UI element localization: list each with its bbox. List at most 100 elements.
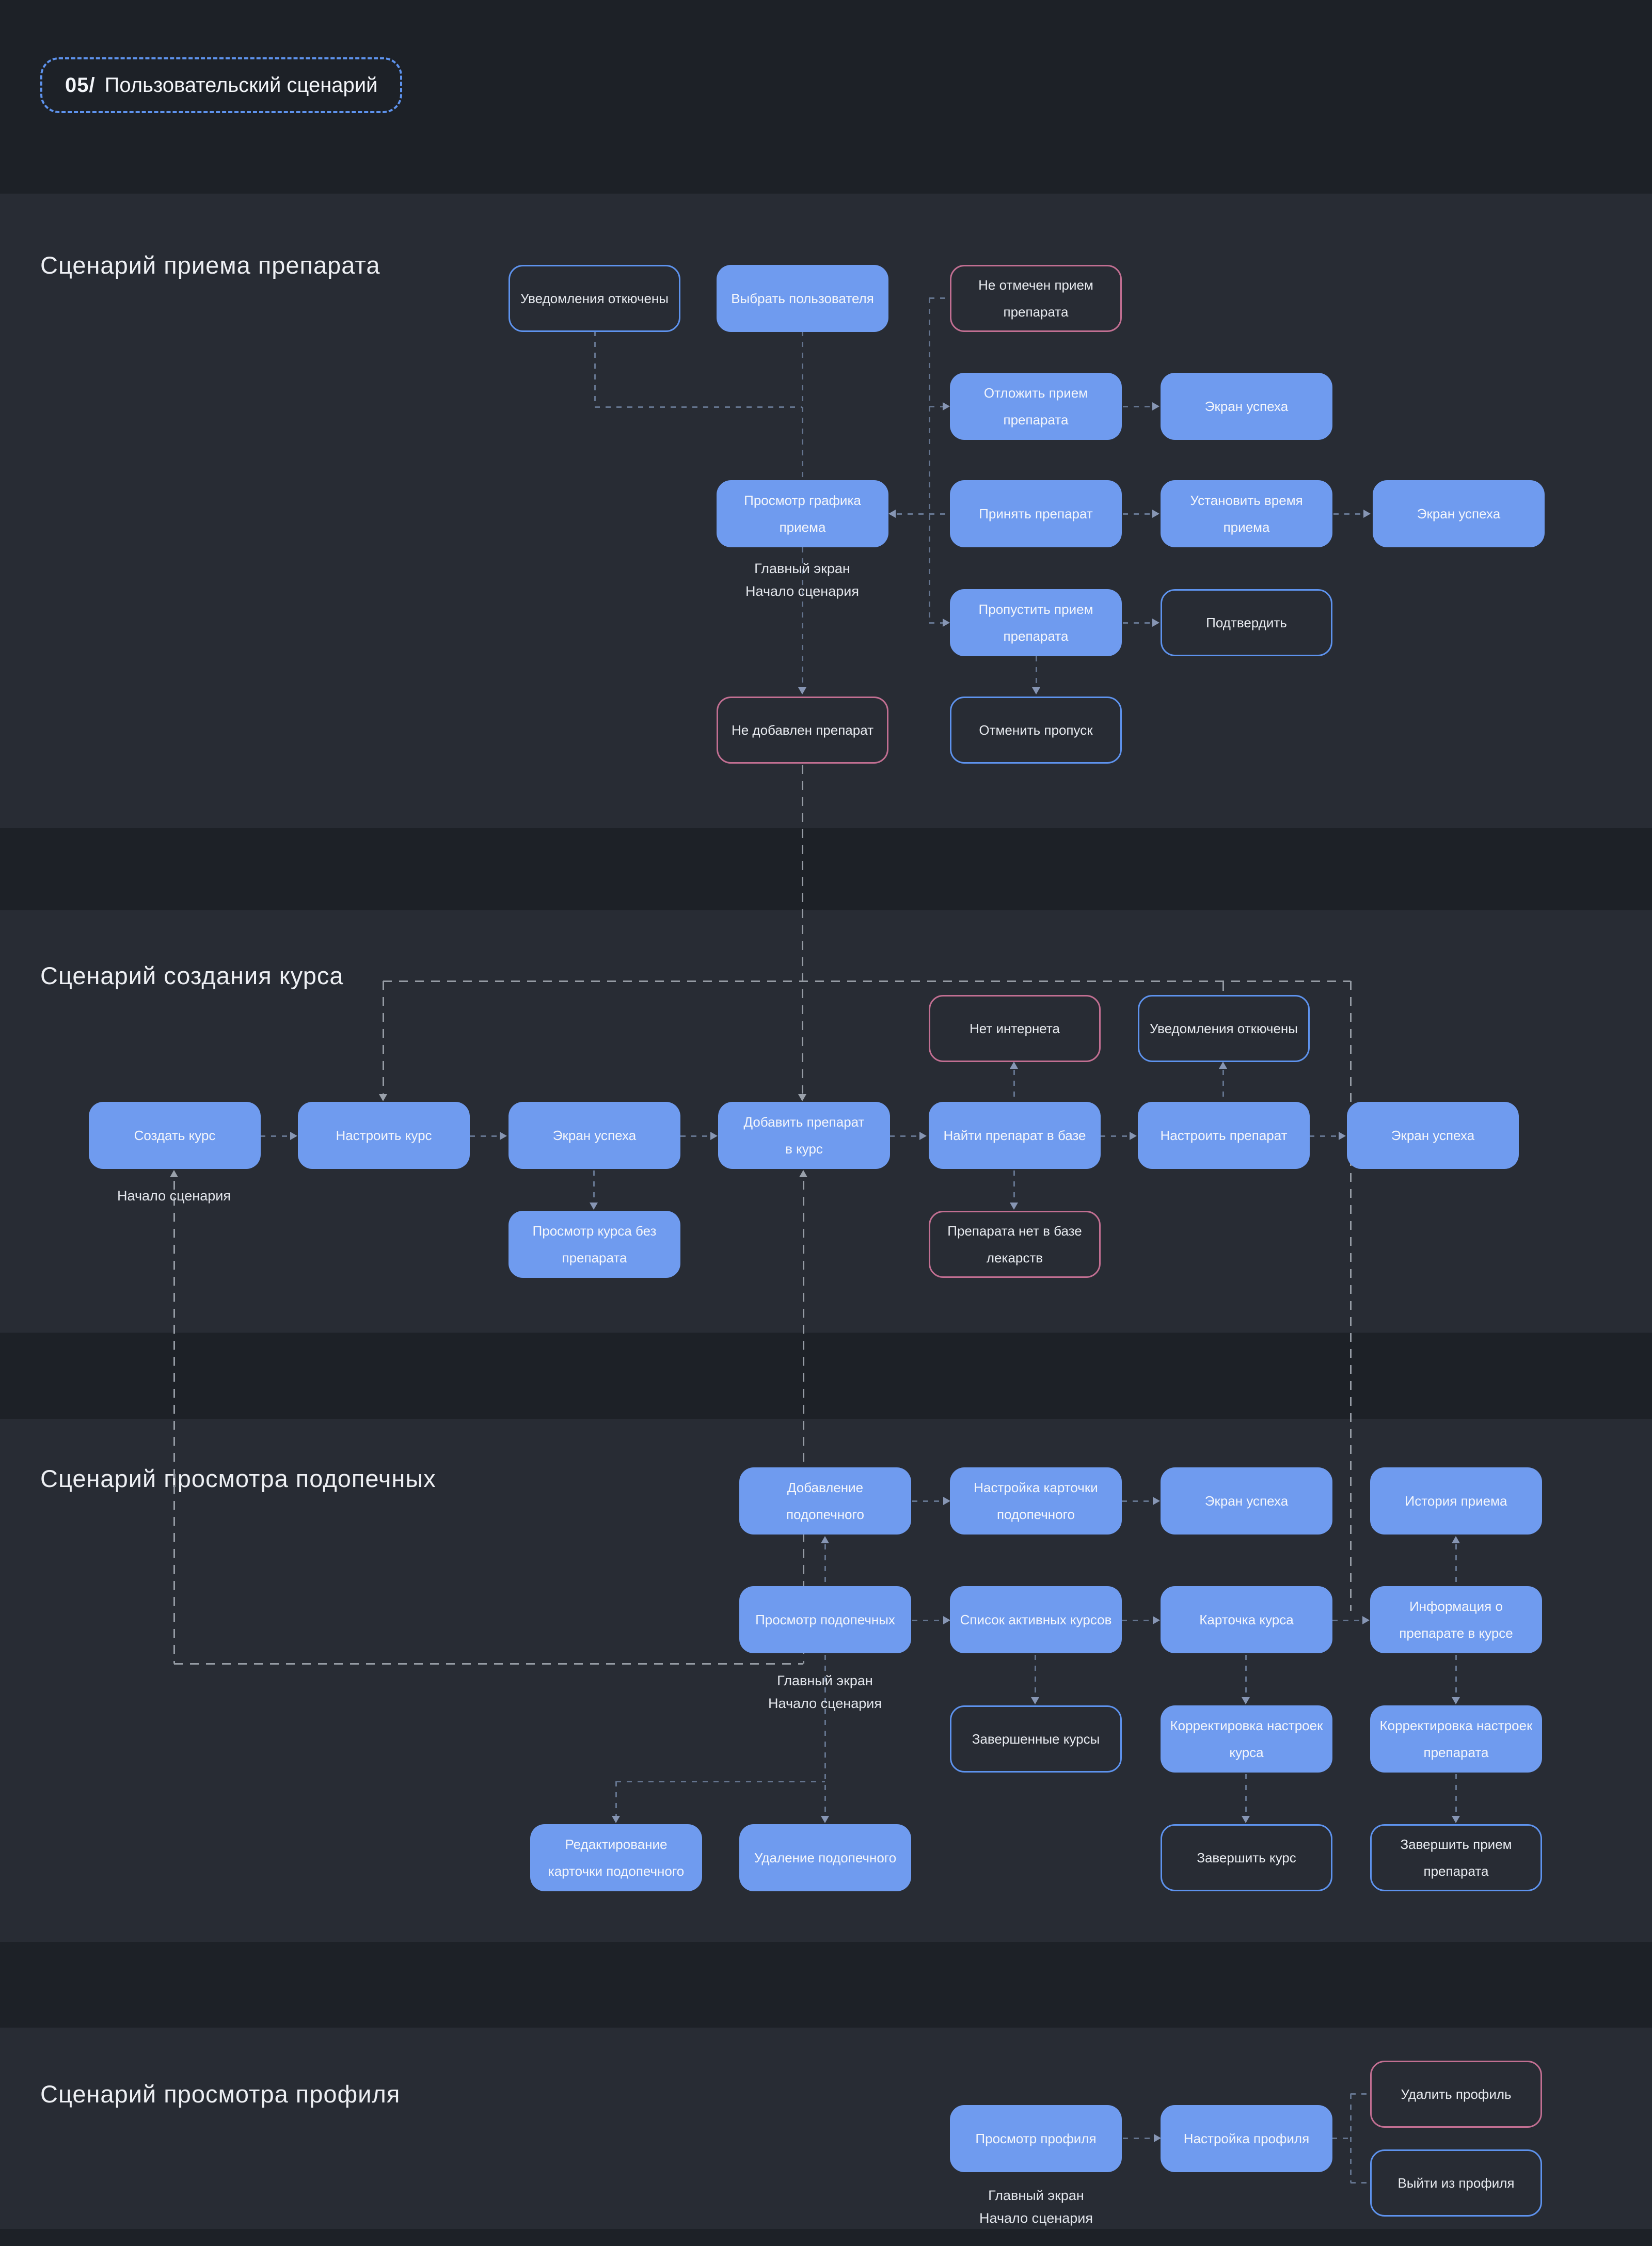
connector-line bbox=[594, 331, 596, 407]
connector-line bbox=[1222, 1070, 1224, 1102]
flow-node-setup-course: Настроить курс bbox=[298, 1102, 470, 1169]
arrowhead-down-icon bbox=[821, 1816, 829, 1823]
connector-line bbox=[1013, 1171, 1015, 1203]
arrowhead-right-icon bbox=[1154, 2134, 1161, 2142]
flow-node-no-internet: Нет интернета bbox=[929, 995, 1101, 1062]
arrowhead-down-icon bbox=[1452, 1816, 1460, 1823]
arrowhead-right-icon bbox=[1153, 1497, 1160, 1505]
connector-line bbox=[1455, 1544, 1457, 1586]
connector-line bbox=[1123, 406, 1152, 407]
flow-node-take-medication: Принять препарат bbox=[950, 480, 1122, 547]
connector-line bbox=[1333, 513, 1363, 515]
connector-line bbox=[1122, 1620, 1152, 1621]
arrowhead-down-icon bbox=[1010, 1203, 1018, 1210]
flow-caption: Главный экран bbox=[777, 1673, 873, 1688]
connector-line bbox=[1245, 1774, 1247, 1816]
connector-line bbox=[802, 765, 803, 1094]
arrowhead-down-icon bbox=[1242, 1816, 1250, 1823]
connector-line bbox=[912, 1500, 942, 1502]
flow-caption: Главный экран bbox=[988, 2188, 1084, 2203]
flow-node-find-medication-in-base: Найти препарат в базе bbox=[929, 1102, 1101, 1169]
connector-line bbox=[383, 980, 1351, 982]
connector-line bbox=[803, 1181, 804, 1664]
connector-line bbox=[1036, 656, 1037, 687]
flow-node-intake-not-marked: Не отмечен прием препарата bbox=[950, 265, 1122, 332]
connector-line bbox=[1455, 1655, 1457, 1697]
page-badge: 05/ Пользовательский сценарий bbox=[40, 57, 403, 113]
connector-line bbox=[1123, 2138, 1153, 2139]
connector-line bbox=[1123, 622, 1152, 624]
flow-node-finish-course: Завершить курс bbox=[1161, 1824, 1332, 1891]
connector-line bbox=[1100, 1135, 1130, 1137]
arrowhead-right-icon bbox=[710, 1132, 718, 1140]
flow-node-setup-medication: Настроить препарат bbox=[1138, 1102, 1310, 1169]
connector-line bbox=[1013, 1070, 1015, 1102]
flow-caption: Начало сценария bbox=[768, 1696, 882, 1711]
flow-node-success-screen-3: Экран успеха bbox=[509, 1102, 680, 1169]
flow-node-view-wards: Просмотр подопечных bbox=[739, 1586, 911, 1653]
flow-node-set-intake-time: Установить время приема bbox=[1161, 480, 1332, 547]
connector-line bbox=[824, 1544, 826, 1586]
arrowhead-right-icon bbox=[919, 1132, 927, 1140]
arrowhead-down-icon bbox=[1242, 1697, 1250, 1704]
flow-node-logout-profile: Выйти из профиля bbox=[1370, 2149, 1542, 2217]
connector-line bbox=[173, 1181, 175, 1664]
flow-node-intake-history: История приема bbox=[1370, 1467, 1542, 1535]
flow-node-success-screen-5: Экран успеха bbox=[1161, 1467, 1332, 1535]
badge-label: Пользовательский сценарий bbox=[104, 73, 378, 97]
flow-node-finished-courses: Завершенные курсы bbox=[950, 1705, 1122, 1773]
badge-number: 05/ bbox=[65, 73, 96, 97]
connector-line bbox=[897, 513, 950, 515]
connector-line bbox=[824, 1655, 826, 1816]
arrowhead-down-icon bbox=[798, 687, 806, 694]
connector-line bbox=[174, 1663, 803, 1665]
flow-node-cancel-skip: Отменить пропуск bbox=[950, 697, 1122, 764]
arrowhead-up-icon bbox=[799, 1170, 807, 1177]
connector-line bbox=[616, 1781, 825, 1782]
flow-node-med-not-in-base: Препарата нет в базе лекарств bbox=[929, 1211, 1101, 1278]
flow-node-setup-profile: Настройка профиля bbox=[1161, 2105, 1332, 2172]
arrowhead-down-icon bbox=[1452, 1697, 1460, 1704]
arrowhead-down-icon bbox=[1031, 1697, 1039, 1704]
arrowhead-right-icon bbox=[943, 1497, 950, 1505]
arrowhead-right-icon bbox=[1363, 510, 1371, 518]
arrowhead-down-icon bbox=[798, 1094, 806, 1101]
arrowhead-up-icon bbox=[170, 1170, 178, 1177]
connector-line bbox=[1035, 1655, 1036, 1697]
flow-node-create-course: Создать курс bbox=[89, 1102, 261, 1169]
flow-node-finish-med-intake: Завершить прием препарата bbox=[1370, 1824, 1542, 1891]
connector-line bbox=[1351, 2093, 1369, 2095]
flow-caption: Главный экран bbox=[754, 561, 850, 576]
arrowhead-down-icon bbox=[1032, 687, 1040, 694]
flow-node-adjust-med-settings: Корректировка настроек препарата bbox=[1370, 1705, 1542, 1773]
flow-node-notifications-off-2: Уведомления откючены bbox=[1138, 995, 1310, 1062]
arrowhead-right-icon bbox=[943, 619, 950, 627]
arrowhead-right-icon bbox=[290, 1132, 297, 1140]
arrowhead-right-icon bbox=[500, 1132, 507, 1140]
flow-node-choose-user: Выбрать пользователя bbox=[717, 265, 888, 332]
flow-node-add-ward: Добавление подопечного bbox=[739, 1467, 911, 1535]
arrowhead-right-icon bbox=[1339, 1132, 1346, 1140]
flow-node-success-screen-4: Экран успеха bbox=[1347, 1102, 1519, 1169]
section-title-profile: Сценарий просмотра профиля bbox=[40, 2080, 401, 2108]
connector-line bbox=[1332, 2138, 1351, 2139]
connector-line bbox=[929, 298, 930, 623]
connector-line bbox=[929, 406, 943, 407]
connector-line bbox=[1309, 1135, 1339, 1137]
connector-line bbox=[1122, 1500, 1152, 1502]
flow-node-view-profile: Просмотр профиля bbox=[950, 2105, 1122, 2172]
flow-node-delete-profile: Удалить профиль bbox=[1370, 2061, 1542, 2128]
connector-line bbox=[680, 1135, 710, 1137]
arrowhead-right-icon bbox=[943, 402, 950, 410]
flow-node-no-medication-added: Не добавлен препарат bbox=[717, 697, 888, 764]
connector-line bbox=[929, 297, 950, 299]
connector-line bbox=[1350, 981, 1352, 1611]
arrowhead-down-icon bbox=[379, 1094, 387, 1101]
flow-node-add-medication-to-course: Добавить препарат в курс bbox=[718, 1102, 890, 1169]
arrowhead-right-icon bbox=[1152, 402, 1159, 410]
arrowhead-up-icon bbox=[1010, 1062, 1018, 1069]
connector-line bbox=[1222, 982, 1224, 994]
flow-caption: Начало сценария bbox=[117, 1188, 231, 1204]
flow-caption: Начало сценария bbox=[745, 583, 859, 599]
